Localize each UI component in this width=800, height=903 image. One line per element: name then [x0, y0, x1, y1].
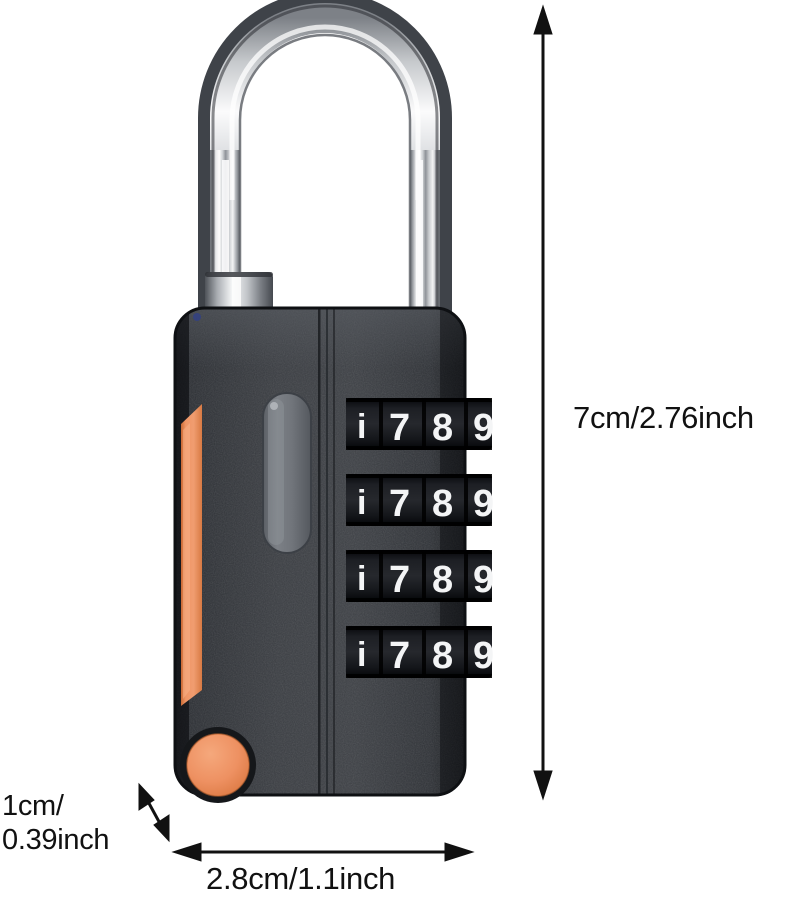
- dial-row[interactable]: i 7 8 9: [346, 550, 494, 602]
- combination-dial-stack[interactable]: i 7 8 9 i 7 8 9: [346, 398, 494, 678]
- height-arrow: [533, 4, 553, 801]
- width-arrow: [171, 842, 475, 862]
- orange-release-button[interactable]: [180, 727, 256, 803]
- steel-shackle: [198, 0, 452, 330]
- dimension-arrows: [138, 4, 553, 862]
- svg-text:i: i: [357, 408, 366, 446]
- dial-row[interactable]: i 7 8 9: [346, 474, 494, 526]
- height-dimension-label: 7cm/2.76inch: [573, 400, 754, 435]
- svg-text:8: 8: [432, 635, 453, 677]
- dial-row[interactable]: i 7 8 9: [346, 626, 494, 678]
- depth-dimension-label-line2: 0.39inch: [2, 824, 110, 857]
- reset-button[interactable]: [262, 392, 312, 554]
- svg-text:7: 7: [389, 635, 410, 677]
- orange-side-strip: [181, 404, 202, 706]
- svg-text:9: 9: [473, 559, 494, 601]
- svg-text:7: 7: [389, 407, 410, 449]
- svg-text:7: 7: [389, 483, 410, 525]
- svg-text:9: 9: [473, 483, 494, 525]
- svg-text:i: i: [357, 484, 366, 522]
- svg-text:7: 7: [389, 559, 410, 601]
- svg-text:i: i: [357, 636, 366, 674]
- svg-text:8: 8: [432, 559, 453, 601]
- depth-arrow: [138, 782, 170, 843]
- svg-text:8: 8: [432, 483, 453, 525]
- shackle-collar: [205, 272, 273, 312]
- width-dimension-label: 2.8cm/1.1inch: [206, 861, 396, 896]
- svg-text:i: i: [357, 560, 366, 598]
- svg-text:9: 9: [473, 407, 494, 449]
- svg-text:8: 8: [432, 407, 453, 449]
- dial-row[interactable]: i 7 8 9: [346, 398, 494, 450]
- depth-dimension-label-line1: 1cm/: [2, 790, 64, 822]
- depth-dimension-label: 1cm/ 0.39inch: [2, 789, 110, 857]
- svg-text:9: 9: [473, 635, 494, 677]
